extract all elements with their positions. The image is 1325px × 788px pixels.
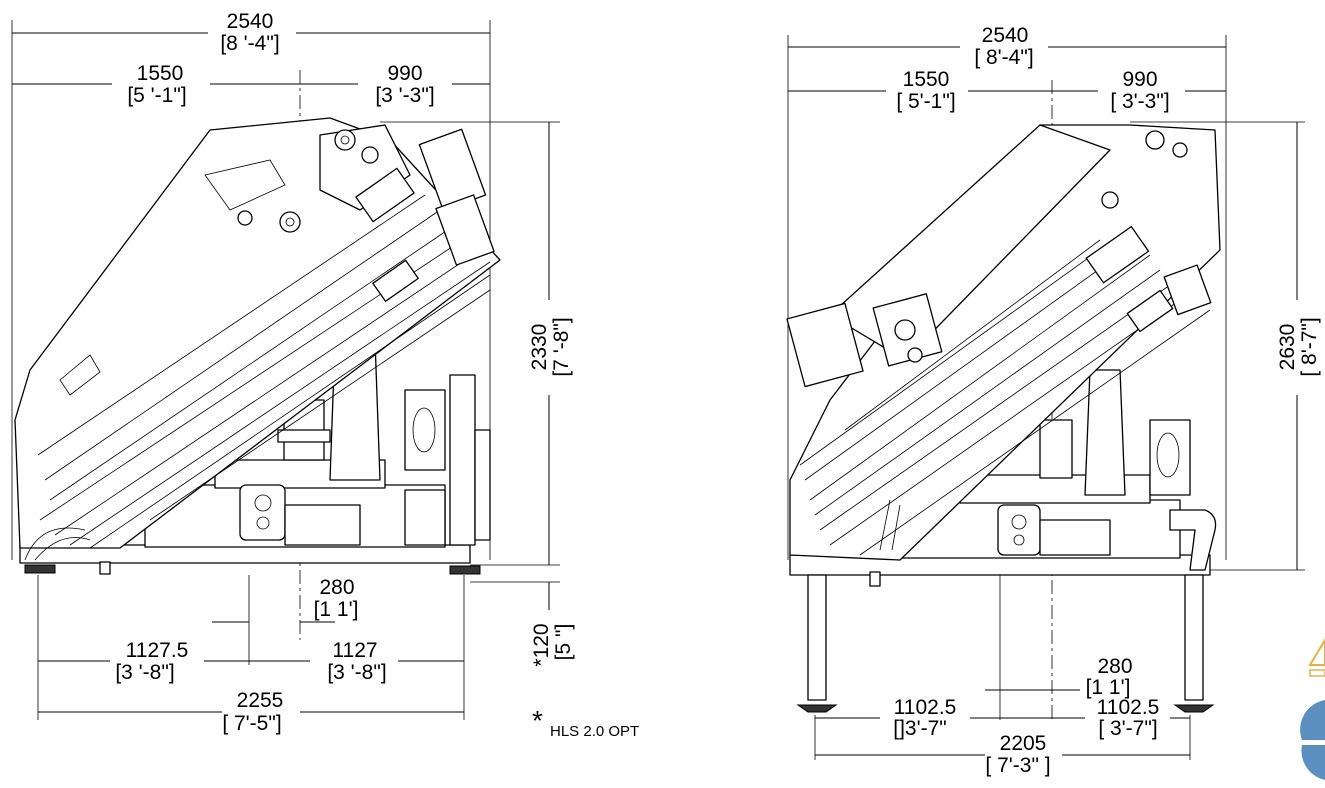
right-height-dimension <box>1130 121 1305 571</box>
r-base-width-value: 2205 <box>1000 732 1047 755</box>
left-height-value: 2330 <box>528 324 551 371</box>
note-asterisk: * <box>532 705 543 736</box>
r-left-leg-imperial: []3'-7" <box>893 717 946 740</box>
right-dimension-labels: 2540 [ 8'-4"] 1550 [ 5'-1"] 990 [ 3'-3"]… <box>893 24 1321 777</box>
right-leg-imperial: [3 '-8"] <box>327 661 386 684</box>
left-center-offset-imperial: [1 1'] <box>314 598 359 621</box>
r-base-width-imperial: [ 7'-3" ] <box>985 754 1050 777</box>
r-left-offset-value: 1550 <box>903 68 950 91</box>
r-right-offset-value: 990 <box>1122 68 1157 91</box>
r-right-leg-imperial: [ 3'-7"] <box>1098 717 1157 740</box>
r-overall-width-imperial: [ 8'-4"] <box>974 46 1033 69</box>
left-offset-imperial: [5 '-1"] <box>127 84 186 107</box>
right-bottom-dimensions <box>814 560 1191 760</box>
note-text: HLS 2.0 OPT <box>550 723 639 740</box>
r-left-offset-imperial: [ 5'-1"] <box>896 90 955 113</box>
r-height-imperial: [ 8'-7"] <box>1298 317 1321 376</box>
right-crane-illustration <box>786 124 1221 713</box>
r-right-leg-value: 1102.5 <box>1097 696 1160 719</box>
r-center-offset-imperial: [1 1'] <box>1086 676 1131 699</box>
stabilizer-drop-imperial: [5 "] <box>552 624 575 661</box>
left-height-dimension <box>380 121 560 610</box>
r-center-offset-value: 280 <box>1097 655 1132 678</box>
stabilizer-drop-value: *120 <box>530 623 553 666</box>
left-view: 2540 [8 '-4"] 1550 [5 '-1"] 990 [3 '-3"]… <box>11 10 639 740</box>
watermark-logo <box>1300 638 1325 780</box>
left-leg-imperial: [3 '-8"] <box>115 661 174 684</box>
r-height-value: 2630 <box>1276 324 1299 371</box>
r-right-offset-imperial: [ 3'-3"] <box>1110 90 1169 113</box>
left-overall-width-imperial: [8 '-4"] <box>220 32 279 55</box>
r-overall-width-value: 2540 <box>982 24 1029 47</box>
right-leg-value: 1127 <box>332 639 377 662</box>
watermark-triangle-icon <box>1308 638 1325 666</box>
right-offset-value: 990 <box>387 62 422 85</box>
left-crane-illustration <box>14 117 501 575</box>
left-height-imperial: [7 '-8"] <box>550 317 573 376</box>
left-dimension-labels: 2540 [8 '-4"] 1550 [5 '-1"] 990 [3 '-3"]… <box>115 10 639 740</box>
left-bottom-dimensions <box>37 575 465 720</box>
left-overall-width-value: 2540 <box>227 10 274 33</box>
right-view: 2540 [ 8'-4"] 1550 [ 5'-1"] 990 [ 3'-3"]… <box>786 24 1321 777</box>
left-offset-value: 1550 <box>137 62 184 85</box>
left-center-offset-value: 280 <box>319 576 354 599</box>
r-left-leg-value: 1102.5 <box>894 696 957 719</box>
left-base-width-imperial: [ 7'-5"] <box>222 712 281 735</box>
watermark-circle-icon <box>1300 700 1325 740</box>
right-offset-imperial: [3 '-3"] <box>375 84 434 107</box>
left-base-width-value: 2255 <box>237 689 284 712</box>
left-leg-value: 1127.5 <box>126 639 189 662</box>
